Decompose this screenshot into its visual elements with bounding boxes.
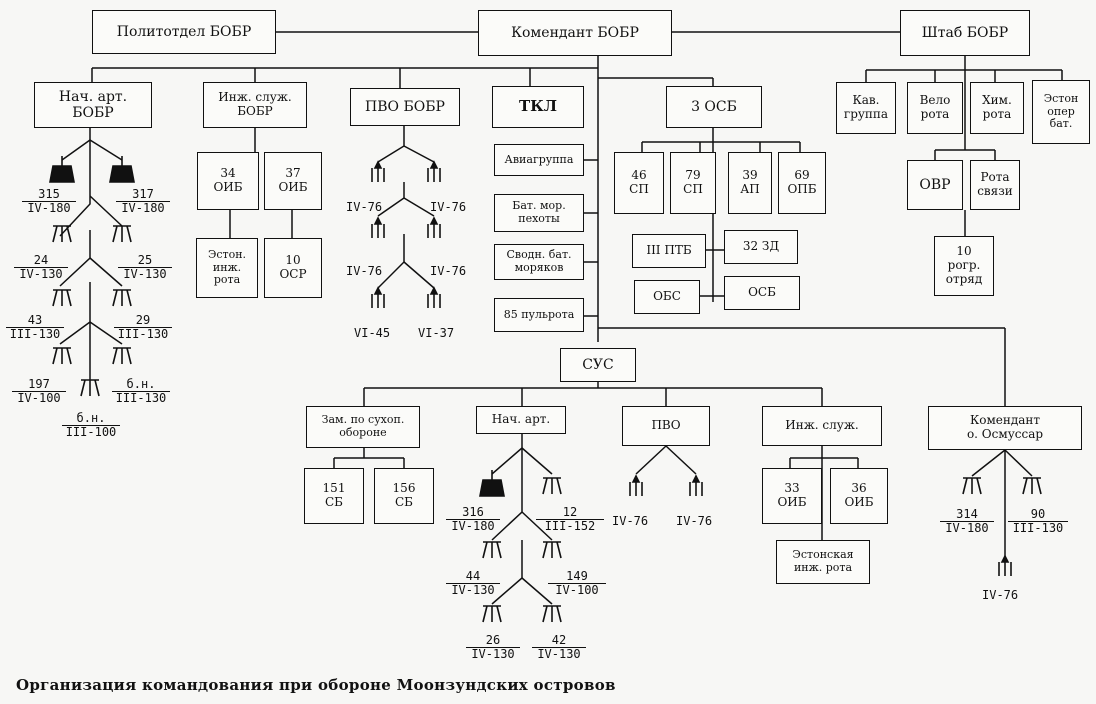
gun-battery-icon (542, 541, 562, 559)
box-obs: ОБС (634, 280, 700, 314)
box-kav-gruppa: Кав. группа (836, 82, 896, 134)
gun-battery-icon (52, 289, 72, 307)
gun-battery-icon (962, 477, 982, 495)
box-iii-ptb: III ПТБ (632, 234, 706, 268)
box-svodn-bat-moryakov: Сводн. бат. моряков (494, 244, 584, 280)
box-156-sb: 156 СБ (374, 468, 434, 524)
gun-battery-icon (482, 541, 502, 559)
aa-battery-icon (427, 286, 441, 308)
box-bat-mor-pekhoty: Бат. мор. пехоты (494, 194, 584, 232)
box-nach-art-bobr: Нач. арт. БОБР (34, 82, 152, 128)
aa-battery-icon (371, 160, 385, 182)
aa-battery-icon (427, 216, 441, 238)
box-69-opb: 69 ОПБ (778, 152, 826, 214)
box-komendant-osmussar: Комендант о. Осмуссар (928, 406, 1082, 450)
gun-battery-icon (112, 347, 132, 365)
gun-battery-icon (112, 225, 132, 243)
gun-battery-icon (1022, 477, 1042, 495)
box-32-zd: 32 ЗД (724, 230, 798, 264)
box-eston-oper-bat: Эстон опер бат. (1032, 80, 1090, 144)
aa-battery-icon (998, 554, 1012, 576)
box-36-oib: 36 ОИБ (830, 468, 888, 524)
aa-label: IV-76 (676, 514, 713, 528)
aa-battery-icon (629, 474, 643, 496)
gun-battery-icon (542, 477, 562, 495)
heavy-turret-icon (49, 156, 75, 183)
heavy-turret-icon (109, 156, 135, 183)
aa-label: IV-76 (346, 264, 383, 278)
box-aviagruppa: Авиагруппа (494, 144, 584, 176)
box-79-sp: 79 СП (670, 152, 716, 214)
box-rota-svyazi: Рота связи (970, 160, 1020, 210)
aa-battery-icon (371, 286, 385, 308)
gun-battery-icon (52, 347, 72, 365)
aa-battery-icon (689, 474, 703, 496)
box-pvo-sus: ПВО (622, 406, 710, 446)
aa-label: VI-45 (354, 326, 391, 340)
gun-battery-icon (80, 379, 100, 397)
box-velo-rota: Вело рота (907, 82, 963, 134)
box-85-pulrota: 85 пульрота (494, 298, 584, 332)
box-eston-inzh-rota: Эстон. инж. рота (196, 238, 258, 298)
box-sus: СУС (560, 348, 636, 382)
box-estonskaya-inzh-rota: Эстонская инж. рота (776, 540, 870, 584)
aa-battery-icon (371, 216, 385, 238)
box-37-oib: 37 ОИБ (264, 152, 322, 210)
aa-label: IV-76 (430, 264, 467, 278)
box-khim-rota: Хим. рота (970, 82, 1024, 134)
box-33-oib: 33 ОИБ (762, 468, 822, 524)
box-inzh-sluzh-sus: Инж. служ. (762, 406, 882, 446)
box-inzh-sluzh-bobr: Инж. служ. БОБР (203, 82, 307, 128)
box-komendant: Комендант БОБР (478, 10, 672, 56)
battery-label: б.н.III-100 (62, 411, 120, 439)
aa-label: IV-76 (346, 200, 383, 214)
aa-label: IV-76 (612, 514, 649, 528)
gun-battery-icon (112, 289, 132, 307)
box-nach-art-sus: Нач. арт. (476, 406, 566, 434)
aa-label: VI-37 (418, 326, 455, 340)
box-tkl: ТКЛ (492, 86, 584, 128)
gun-battery-icon (542, 605, 562, 623)
box-zam-po-sukhop-oborone: Зам. по сухоп. обороне (306, 406, 420, 448)
box-10-osr: 10 ОСР (264, 238, 322, 298)
box-pvo-bobr: ПВО БОБР (350, 88, 460, 126)
box-pogr-otryad: 10 pогр. отряд (934, 236, 994, 296)
battery-label: б.н.III-130 (112, 377, 170, 405)
box-osb: ОСБ (724, 276, 800, 310)
gun-battery-icon (52, 225, 72, 243)
box-34-oib: 34 ОИБ (197, 152, 259, 210)
aa-battery-icon (427, 160, 441, 182)
box-39-ap: 39 АП (728, 152, 772, 214)
box-3-osb: 3 ОСБ (666, 86, 762, 128)
diagram-caption: Организация командования при обороне Моо… (16, 676, 616, 694)
heavy-turret-icon (479, 470, 505, 497)
gun-battery-icon (482, 605, 502, 623)
box-politotdel: Политотдел БОБР (92, 10, 276, 54)
box-151-sb: 151 СБ (304, 468, 364, 524)
box-ovr: ОВР (907, 160, 963, 210)
box-46-sp: 46 СП (614, 152, 664, 214)
box-shtab: Штаб БОБР (900, 10, 1030, 56)
aa-label: IV-76 (430, 200, 467, 214)
aa-label: IV-76 (982, 588, 1019, 602)
